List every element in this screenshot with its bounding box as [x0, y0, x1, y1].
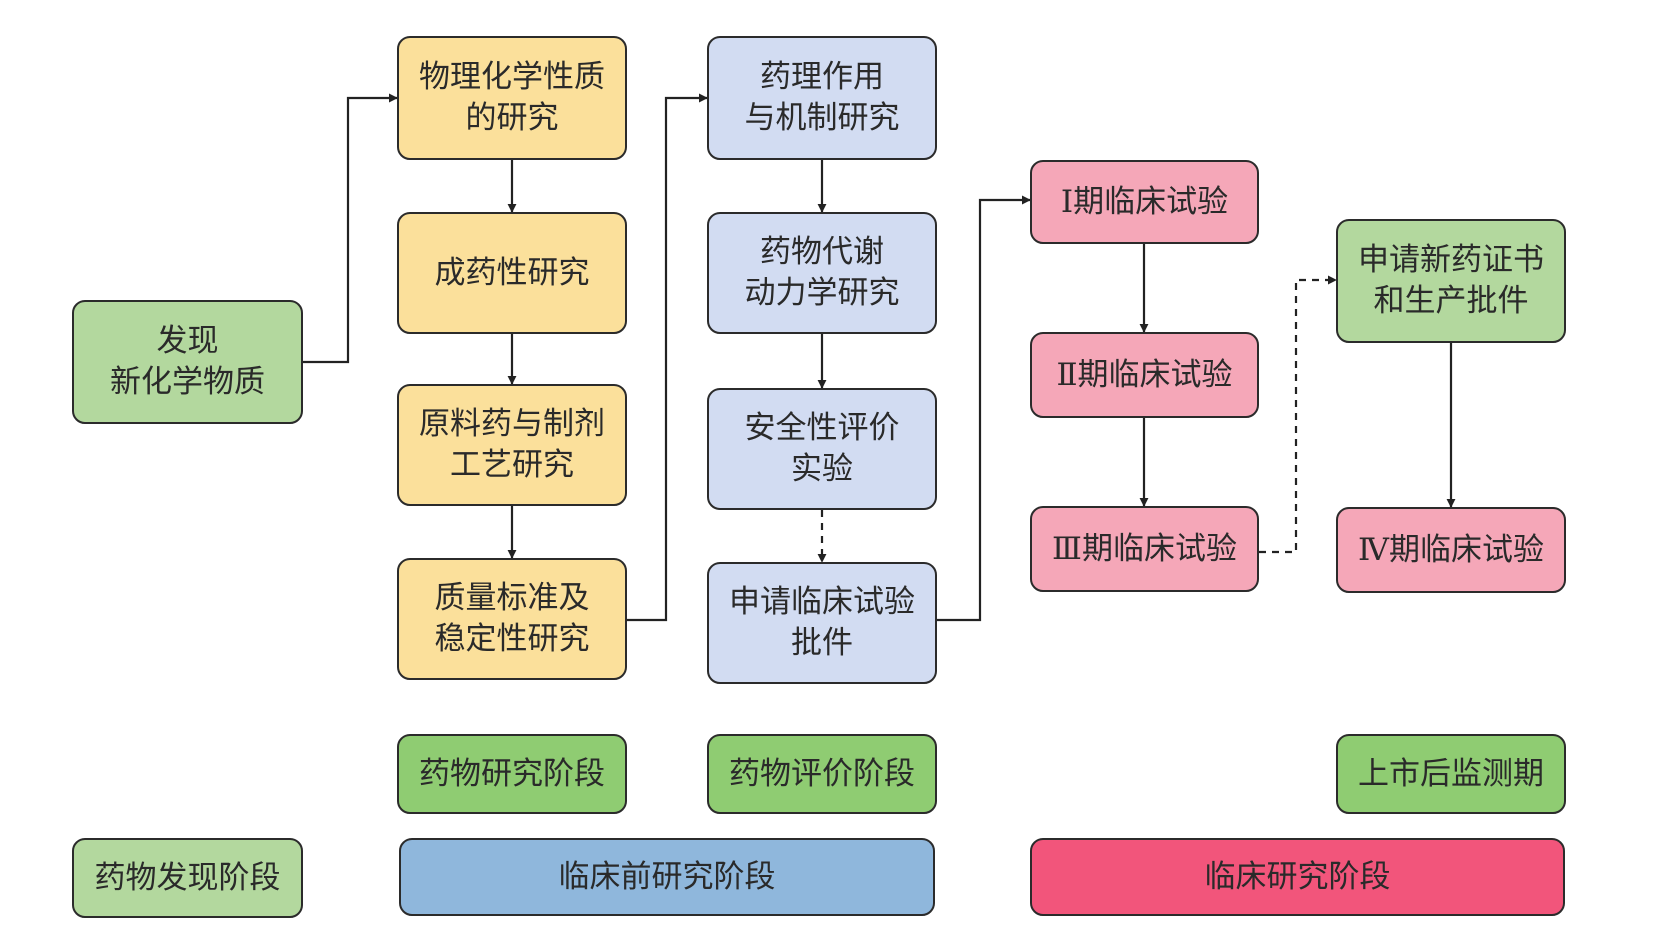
node-quality-label: 质量标准及稳定性研究 [435, 578, 590, 660]
node-phase3-label: Ⅲ期临床试验 [1052, 529, 1237, 570]
node-label-line: 安全性评价 [744, 410, 900, 446]
stage-bar-discovery-text: 药物发现阶段 [94, 859, 281, 896]
stage-bar-preclinical-text: 临床前研究阶段 [558, 858, 776, 895]
node-label-line: 工艺研究 [450, 447, 574, 483]
node-label-line: 实验 [791, 451, 853, 487]
node-label-line: 质量标准及 [434, 580, 590, 616]
stage-label-research-text: 药物研究阶段 [419, 755, 605, 792]
node-label-line: 物理化学性质 [419, 59, 605, 95]
node-pharmacology: 药理作用与机制研究 [707, 36, 937, 160]
node-phase3: Ⅲ期临床试验 [1030, 506, 1259, 592]
edge-apply-to-phase1 [937, 195, 1031, 622]
node-apply-new-drug: 申请新药证书和生产批件 [1336, 219, 1566, 343]
node-label-line: Ⅱ期临床试验 [1056, 356, 1233, 393]
node-apply-new-drug-label: 申请新药证书和生产批件 [1358, 240, 1544, 322]
node-pk: 药物代谢动力学研究 [707, 212, 937, 334]
stage-bar-clinical: 临床研究阶段 [1030, 838, 1565, 916]
node-phase1: Ⅰ期临床试验 [1030, 160, 1259, 244]
edge-quality-to-pharmacology [627, 93, 708, 622]
stage-label-postmarket-text: 上市后监测期 [1358, 755, 1544, 792]
node-api-formulation: 原料药与制剂工艺研究 [397, 384, 627, 506]
node-discover-label: 发现新化学物质 [110, 321, 265, 403]
stage-label-evaluation: 药物评价阶段 [707, 734, 937, 814]
stage-bar-discovery: 药物发现阶段 [72, 838, 303, 918]
node-pk-label: 药物代谢动力学研究 [745, 232, 900, 314]
node-label-line: 的研究 [465, 100, 559, 136]
node-physchem: 物理化学性质的研究 [397, 36, 627, 160]
node-label-line: Ⅲ期临床试验 [1052, 530, 1237, 567]
node-discover: 发现新化学物质 [72, 300, 303, 424]
node-physchem-label: 物理化学性质的研究 [419, 57, 605, 139]
node-label-line: 成药性研究 [434, 254, 590, 291]
node-phase1-label: Ⅰ期临床试验 [1061, 182, 1228, 223]
node-label-line: 发现 [156, 323, 219, 359]
stage-label-evaluation-text: 药物评价阶段 [729, 755, 915, 792]
node-phase2-label: Ⅱ期临床试验 [1056, 355, 1232, 396]
node-pharmacology-label: 药理作用与机制研究 [745, 57, 900, 139]
stage-label-postmarket: 上市后监测期 [1336, 734, 1566, 814]
stage-label-research: 药物研究阶段 [397, 734, 627, 814]
node-druggability-label: 成药性研究 [435, 253, 590, 294]
node-label-line: 与机制研究 [744, 100, 900, 136]
node-label-line: 原料药与制剂 [419, 406, 605, 442]
edge-discover-to-physchem [303, 93, 398, 364]
node-label-line: Ⅳ期临床试验 [1358, 531, 1544, 568]
node-safety: 安全性评价实验 [707, 388, 937, 510]
node-label-line: Ⅰ期临床试验 [1060, 183, 1229, 220]
node-label-line: 新化学物质 [110, 364, 265, 400]
node-label-line: 药物代谢 [760, 234, 884, 270]
node-phase2: Ⅱ期临床试验 [1030, 332, 1259, 418]
node-label-line: 申请临床试验 [729, 584, 915, 620]
node-apply-clinical: 申请临床试验批件 [707, 562, 937, 684]
node-phase4: Ⅳ期临床试验 [1336, 507, 1566, 593]
node-quality: 质量标准及稳定性研究 [397, 558, 627, 680]
node-label-line: 药理作用 [760, 59, 884, 95]
node-safety-label: 安全性评价实验 [745, 408, 900, 490]
node-label-line: 批件 [791, 625, 853, 661]
node-api-formulation-label: 原料药与制剂工艺研究 [419, 404, 605, 486]
node-apply-clinical-label: 申请临床试验批件 [729, 582, 915, 664]
stage-bar-clinical-text: 临床研究阶段 [1204, 858, 1391, 895]
node-druggability: 成药性研究 [397, 212, 627, 334]
node-label-line: 和生产批件 [1373, 283, 1529, 319]
node-label-line: 申请新药证书 [1358, 242, 1544, 278]
stage-bar-preclinical: 临床前研究阶段 [399, 838, 935, 916]
node-label-line: 动力学研究 [744, 275, 900, 311]
node-label-line: 稳定性研究 [434, 621, 590, 657]
node-phase4-label: Ⅳ期临床试验 [1358, 530, 1544, 571]
edge-phase3-to-apply-new [1259, 275, 1337, 554]
